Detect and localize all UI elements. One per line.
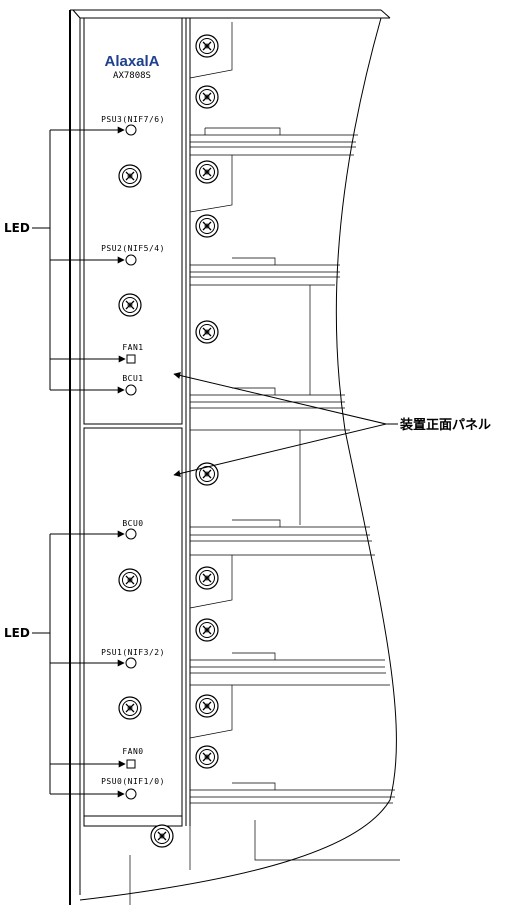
psu0-label: PSU0(NIF1/0): [101, 777, 165, 786]
led-label-top: LED: [4, 221, 30, 235]
slot-modules: [129, 18, 400, 905]
psu2-led: [125, 254, 137, 266]
psu3-label: PSU3(NIF7/6): [101, 115, 165, 124]
control-panel-bottom: [83, 427, 183, 817]
led-callout-bottom: [32, 530, 126, 798]
psu2-label: PSU2(NIF5/4): [101, 244, 165, 253]
front-panel-label: 装置正面パネル: [399, 417, 491, 433]
control-panel-top: [83, 17, 183, 425]
psu1-label: PSU1(NIF3/2): [101, 648, 165, 657]
led-label-bottom: LED: [4, 626, 30, 640]
brand-logo: AlaxalA: [104, 53, 159, 70]
bcu1-led: [125, 384, 137, 396]
chassis-frame: [69, 9, 397, 905]
fan1-label: FAN1: [122, 343, 143, 352]
bcu1-label: BCU1: [122, 374, 143, 383]
fan0-label: FAN0: [122, 747, 143, 756]
led-callout-top: [32, 126, 126, 394]
psu0-led: [125, 788, 137, 800]
fan1-led: [126, 354, 136, 364]
bcu0-label: BCU0: [122, 519, 143, 528]
psu1-led: [125, 657, 137, 669]
led-indicators: [125, 124, 137, 800]
bcu0-led: [125, 528, 137, 540]
psu3-led: [125, 124, 137, 136]
slot-screws: [150, 34, 219, 848]
front-panel-callout: [173, 372, 398, 477]
model-label: AX7808S: [113, 71, 151, 81]
fan0-led: [126, 759, 136, 769]
